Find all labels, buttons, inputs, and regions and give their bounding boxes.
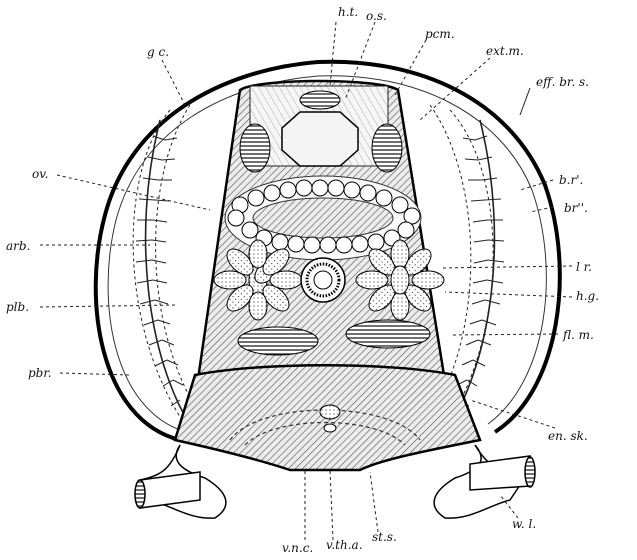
label-arb: arb. <box>6 239 30 253</box>
label-flm: fl. m. <box>562 328 594 342</box>
intestine <box>301 258 345 302</box>
label-hg: h.g. <box>576 289 599 303</box>
label-ht: h.t. <box>338 5 358 19</box>
label-ensk: en. sk. <box>548 429 588 443</box>
label-os: o.s. <box>366 9 387 23</box>
flexor-muscle-left <box>238 327 318 355</box>
label-gc: g c. <box>147 45 169 59</box>
label-extm: ext.m. <box>486 44 524 58</box>
label-vnc: v.n.c. <box>282 541 313 555</box>
hepatic-gland-right <box>356 240 444 320</box>
label-brp: b.r'. <box>559 173 583 187</box>
heart <box>282 112 358 166</box>
label-lr: l r. <box>576 260 592 274</box>
label-wl: w. l. <box>512 517 536 531</box>
label-sts: st.s. <box>372 530 397 544</box>
extensor-muscle-right <box>372 124 402 172</box>
label-ov: ov. <box>32 167 48 181</box>
hepatic-gland-left <box>214 240 302 320</box>
label-pbr: pbr. <box>28 366 52 380</box>
label-brpp: br''. <box>564 201 588 215</box>
label-pcm: pcm. <box>425 27 455 41</box>
label-vtha: v.th.a. <box>326 538 363 552</box>
sternum <box>175 365 480 470</box>
walking-leg-right <box>434 445 535 518</box>
label-effbrs: eff. br. s. <box>536 75 589 89</box>
extensor-muscle-left <box>240 124 270 172</box>
flexor-muscle-right <box>346 320 430 348</box>
walking-leg-left <box>135 445 226 518</box>
label-plb: plb. <box>6 300 29 314</box>
